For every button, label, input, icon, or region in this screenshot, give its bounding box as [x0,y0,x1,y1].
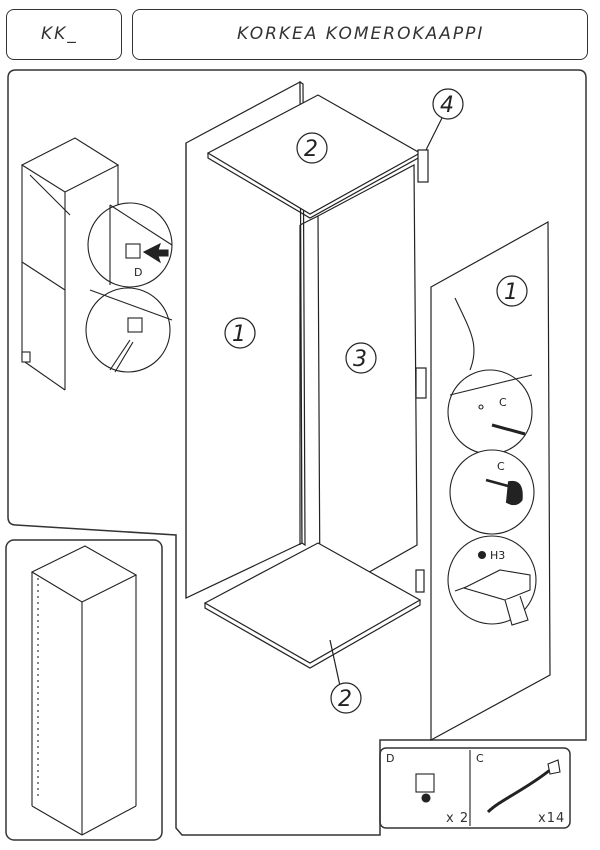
drill-icon [462,569,531,601]
cam-fitting-icon [415,773,435,793]
cabinet-code: KK_ [41,24,78,44]
screw-label-2: C [497,460,505,473]
part-label-right-side: 1 [504,280,518,305]
cam-fitting-icon [125,243,141,259]
part-label-bottom: 2 [338,687,352,712]
part-label-bracket: 4 [440,93,454,118]
back-panel [299,164,418,602]
code-box: KK_ [6,9,122,60]
title-box: KORKEA KOMEROKAAPPI [132,9,588,60]
screwdriver-icon [109,339,134,373]
hardware-d-label: D [386,752,394,765]
cam-insert-circle [449,449,535,535]
hardware-c-label: C [476,752,484,765]
arrow-icon [142,242,169,264]
cam-lock-icon [505,480,523,506]
final-view-box [5,539,163,841]
hardware-d-qty: x 2 [446,811,469,826]
part-label-left-side: 1 [232,322,246,347]
bottom-panel [203,542,422,669]
drill-bit-label: H3 [490,549,505,562]
cabinet-title: KORKEA KOMEROKAAPPI [237,24,485,44]
bracket-part [417,149,429,183]
cam-detail-label: D [134,266,142,279]
hardware-c-qty: x14 [538,811,565,826]
hardware-box [379,747,571,829]
screw-icon [486,768,551,814]
part-label-back: 3 [353,347,367,372]
screw-icon [491,423,526,436]
part-label-top: 2 [304,137,318,162]
screw-label-1: C [499,396,507,409]
